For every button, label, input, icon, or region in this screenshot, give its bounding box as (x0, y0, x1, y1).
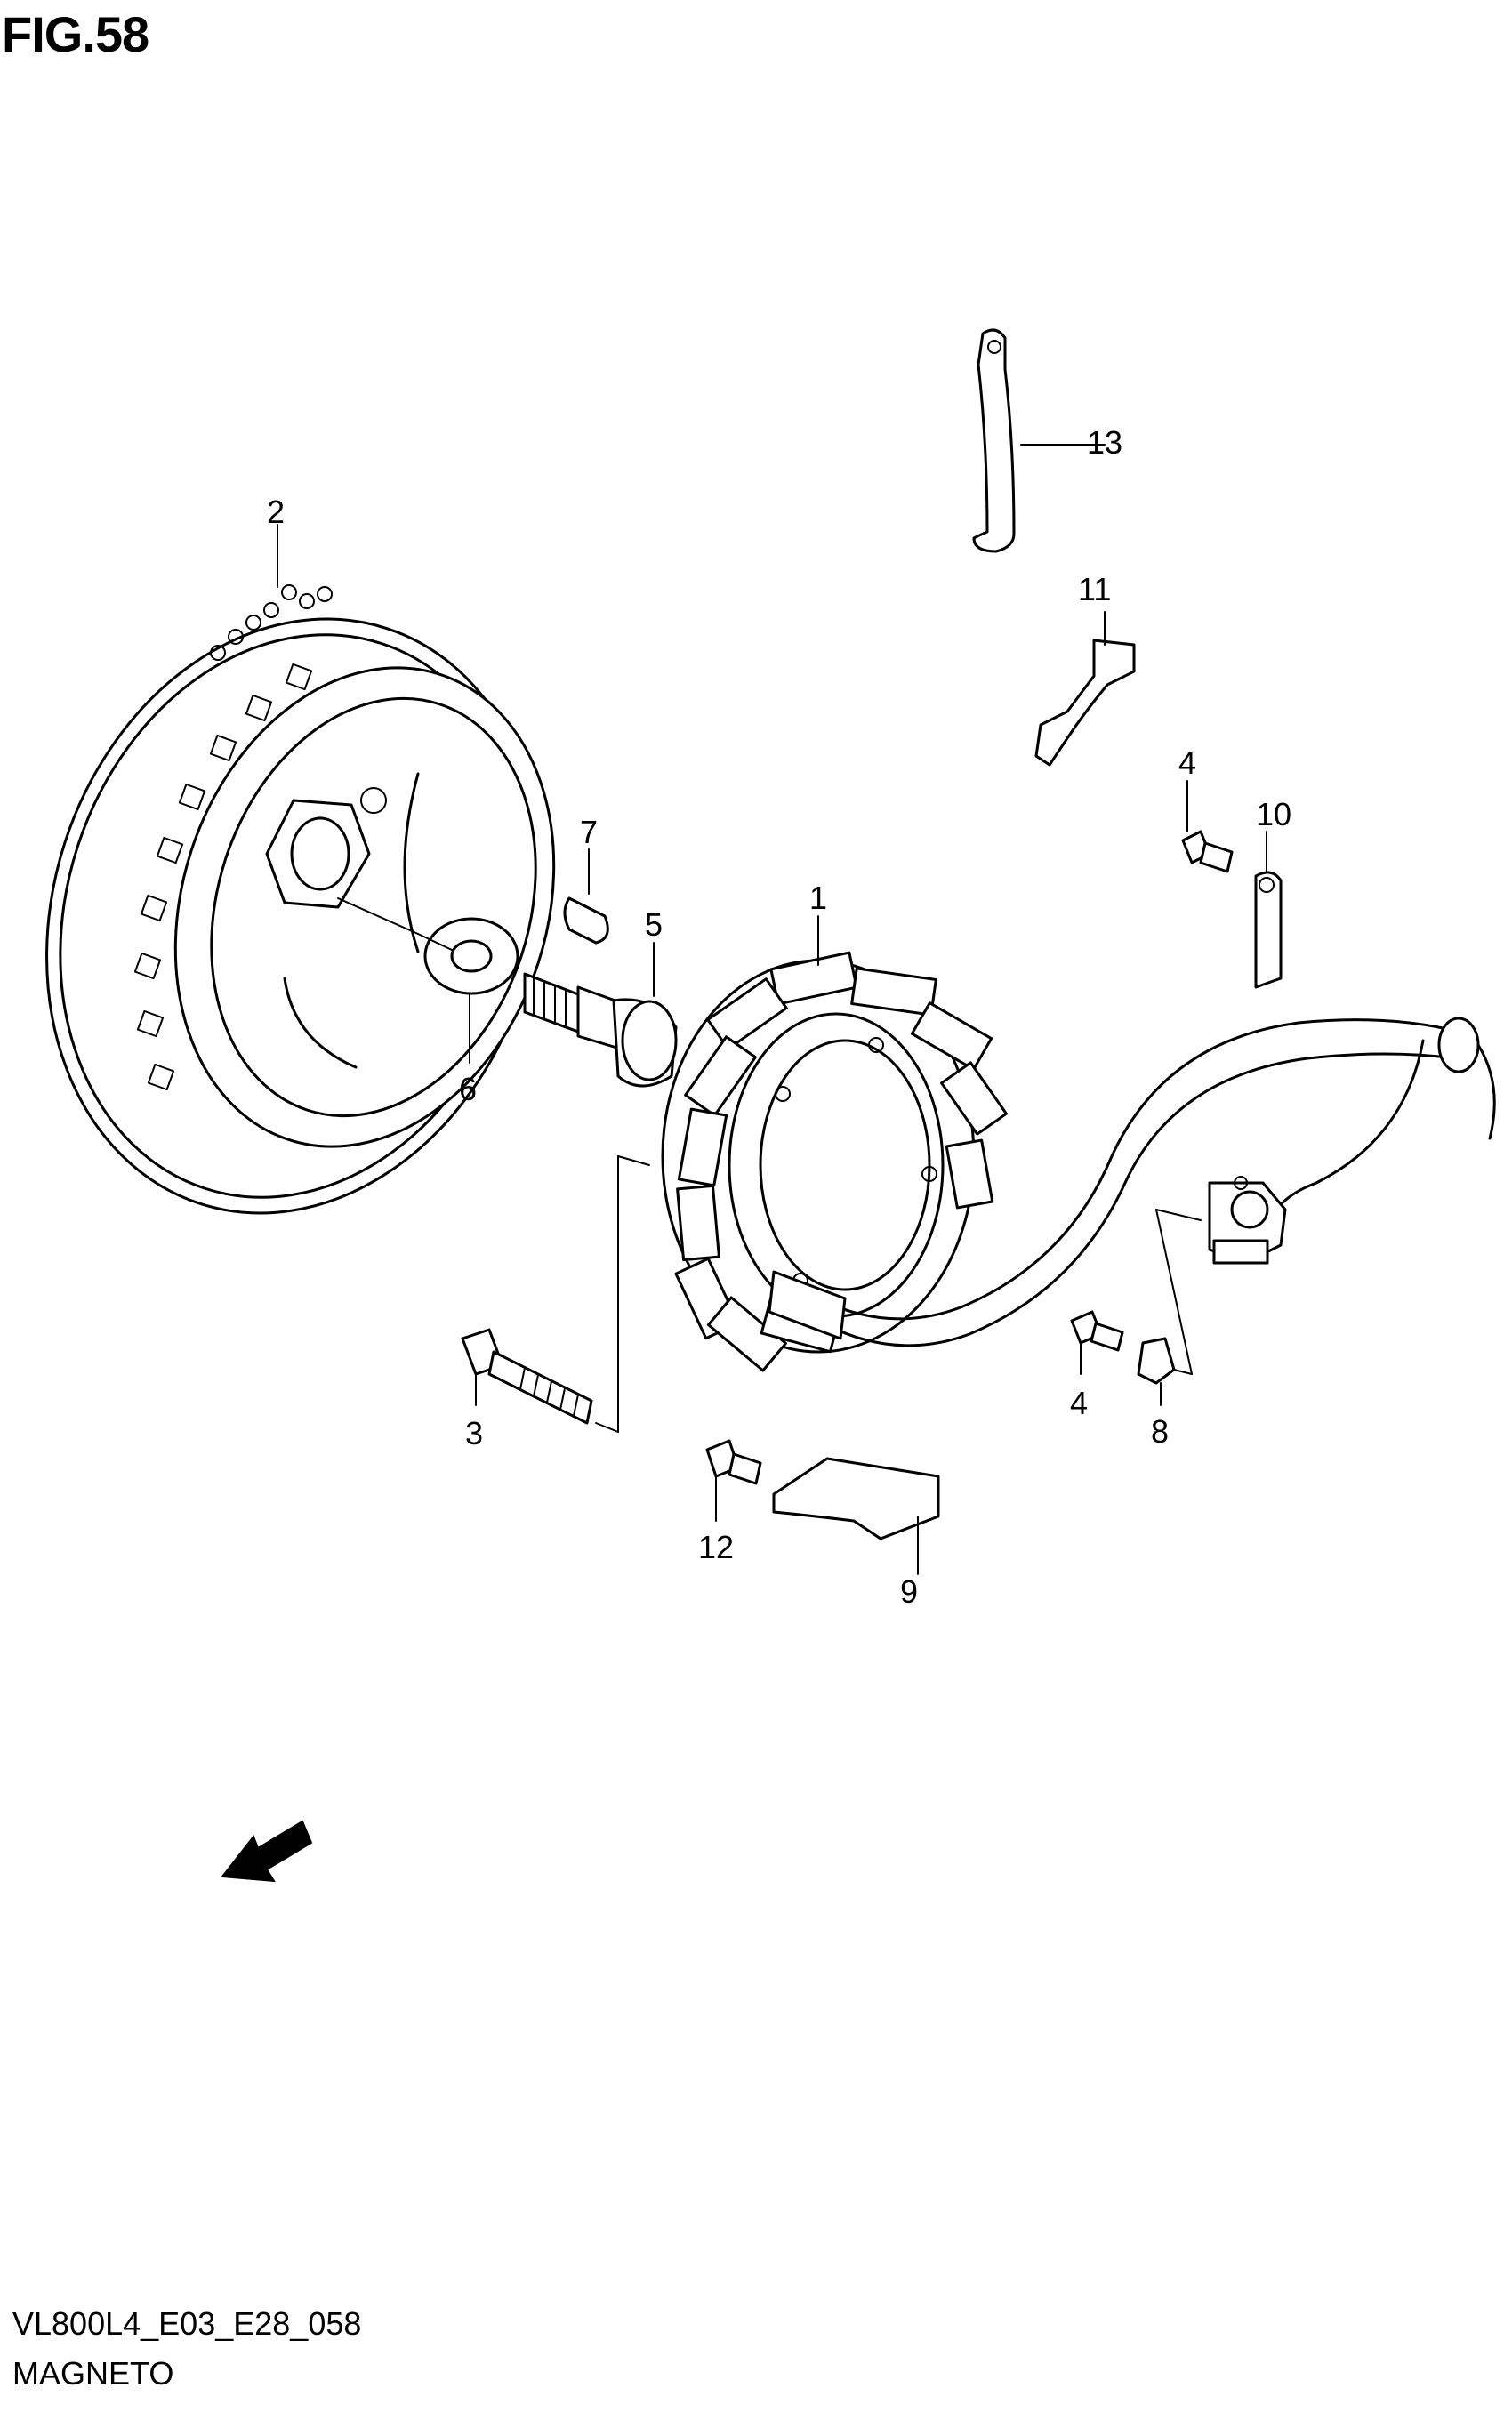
part-5-bolt (523, 972, 678, 1088)
part-12-bolt (705, 1439, 762, 1485)
part-2-rotor (45, 584, 556, 1215)
callout-9: 10 (1256, 796, 1291, 832)
callout-8: 8 (1151, 1413, 1169, 1450)
callout-4-upper: 4 (1178, 744, 1196, 781)
callout-11: 9 (900, 1573, 918, 1610)
pickup-sensor (1208, 1176, 1287, 1265)
callout-2: 2 (267, 494, 285, 530)
part-9-clamp (1254, 871, 1283, 989)
part-10-bracket (1034, 639, 1136, 767)
part-3-bolt (461, 1328, 593, 1425)
forward-arrow-icon: FWD (221, 1820, 313, 1883)
part-8-clip (1137, 1337, 1176, 1385)
callout-13: 13 (1087, 424, 1122, 461)
figure-title: FIG.58 (2, 6, 149, 62)
callout-3: 3 (465, 1415, 483, 1451)
callout-10: 11 (1078, 571, 1111, 607)
part-1-stator (661, 951, 1008, 1372)
part-9-hole (1259, 877, 1275, 893)
callout-12: 12 (698, 1529, 734, 1565)
part-4-bolt-lower (1070, 1310, 1124, 1352)
part-11-cover (772, 1457, 940, 1540)
part-7-key (563, 896, 609, 945)
part-6-washer (423, 917, 519, 995)
callout-6: 6 (459, 1071, 477, 1107)
drawing-code: VL800L4_E03_E28_058 (12, 2305, 362, 2342)
part-4-bolt-upper (1181, 830, 1234, 873)
callout-5: 5 (645, 906, 663, 943)
callout-1: 1 (809, 880, 827, 916)
callout-4-lower: 4 (1070, 1385, 1088, 1421)
part-13-clamp (972, 328, 1016, 553)
part-13-hole (987, 340, 1001, 354)
section-name: MAGNETO (12, 2355, 174, 2392)
leader-lines (277, 444, 1267, 1575)
callout-7: 7 (580, 814, 598, 850)
wiring-harness (768, 1017, 1496, 1347)
